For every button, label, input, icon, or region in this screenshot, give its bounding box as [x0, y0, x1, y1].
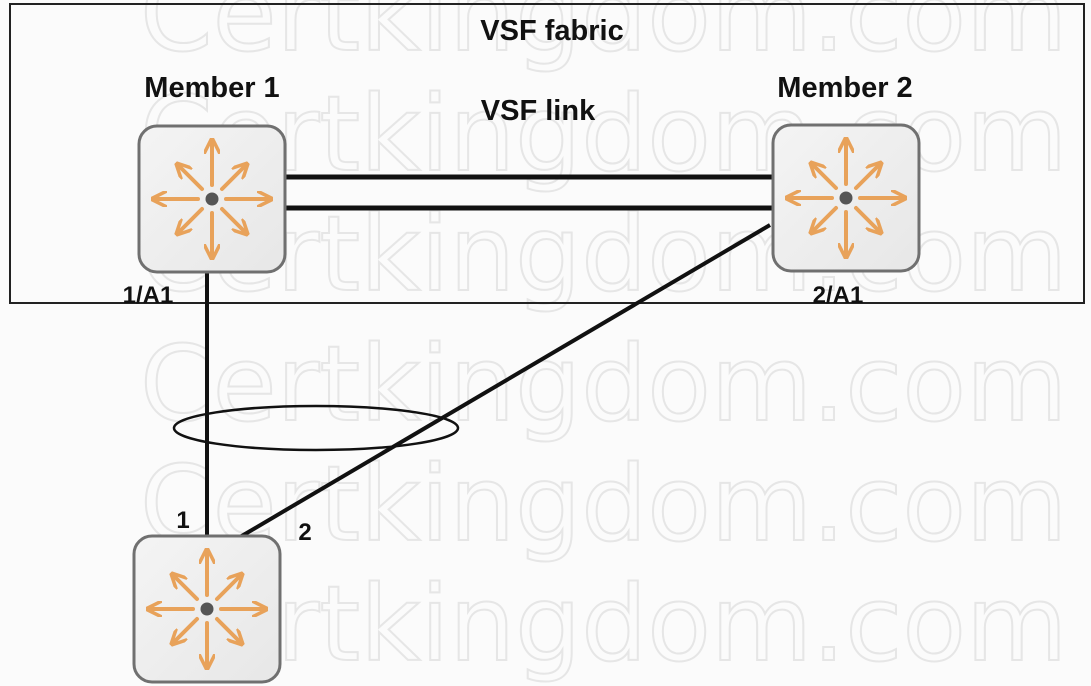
svg-text:Certkingdom.com: Certkingdom.com	[140, 323, 1067, 445]
uplink-2	[238, 223, 772, 539]
member-1-label: Member 1	[144, 72, 279, 104]
lag-ellipse	[172, 404, 460, 452]
vsf-fabric-title: VSF fabric	[480, 15, 623, 47]
switch-icon	[134, 536, 280, 682]
member-2-switch	[773, 125, 919, 271]
member-2-label: Member 2	[777, 72, 912, 104]
member-1-switch	[139, 126, 285, 272]
svg-text:Certkingdom.com: Certkingdom.com	[140, 0, 1067, 75]
switch-icon	[139, 126, 285, 272]
vsf-link-label: VSF link	[481, 95, 596, 127]
downstream-port-2-label: 2	[298, 519, 311, 546]
port-label-2-a1: 2/A1	[813, 282, 864, 309]
downstream-port-1-label: 1	[176, 507, 189, 534]
svg-text:Certkingdom.com: Certkingdom.com	[140, 563, 1067, 685]
vsf-fabric-box	[9, 3, 1085, 304]
downstream-switch	[134, 536, 280, 682]
port-label-1-a1: 1/A1	[123, 282, 174, 309]
switch-icon	[773, 125, 919, 271]
